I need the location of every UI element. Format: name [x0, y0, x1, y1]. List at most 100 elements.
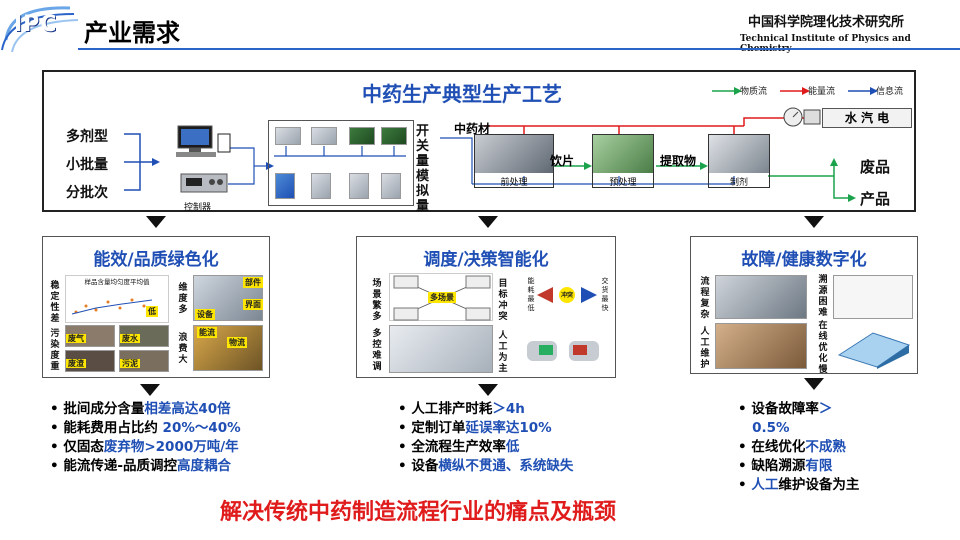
label-batches: 分批次 — [66, 185, 108, 201]
step-preprocess: 预处理 — [592, 134, 654, 188]
pretreatment-image — [475, 135, 553, 173]
panel-3-title: 故障/健康数字化 — [741, 250, 867, 270]
p2-tag-lowest-energy: 能耗最低 — [527, 277, 535, 312]
p1-label-pollution: 污染度重 — [50, 329, 60, 372]
valve-image — [381, 127, 407, 145]
bullet-item: • 设备横纵不贯通、系统缺失 — [398, 457, 638, 476]
p1-content-equipment: 部件 界面 设备 能流 物流 — [193, 275, 265, 373]
p2-label-manual: 人工为主 — [498, 331, 508, 374]
p1-tag-interface: 界面 — [243, 299, 263, 310]
bullet-highlight: 横纵不贯通、系统缺失 — [438, 458, 574, 474]
bullet-text: 仅固态 — [63, 439, 104, 455]
p3-label-manual-maintenance: 人工维护 — [700, 327, 710, 370]
sensor-image — [275, 173, 295, 199]
utilities-box: 水 汽 电 — [822, 108, 912, 128]
p1-photo-gas: 废气 — [65, 325, 115, 347]
bullet-dot — [738, 420, 752, 436]
bullet-highlight: 0.5% — [752, 420, 790, 436]
bullet-text: 能流传递-品质调控 — [63, 458, 177, 474]
p1-content-chart: 样品含量均匀度平均值 低 — [65, 275, 169, 323]
arrow-down-2 — [478, 216, 498, 228]
decoction-pieces-label: 饮片 — [550, 154, 575, 168]
preprocess-image — [593, 135, 653, 173]
bullet-dot: • — [398, 458, 412, 474]
meter-icon — [783, 107, 821, 127]
bullet-text: 缺陷溯源 — [751, 458, 806, 474]
conclusion-text: 解决传统中药制造流程行业的痛点及瓶颈 — [220, 500, 617, 525]
panel-fault-health: 故障/健康数字化 流程复杂 人工维护 溯源困难 在线优化慢 — [690, 236, 918, 375]
p1-scatter-plot — [71, 298, 153, 315]
bullet-item: • 设备故障率＞ — [738, 400, 938, 419]
output-product: 产品 — [860, 190, 891, 208]
p1-label-stability: 稳定性差 — [50, 281, 60, 324]
process-title: 中药生产典型生产工艺 — [362, 82, 562, 106]
bullet-highlight: 人工 — [751, 477, 779, 493]
bullet-text: 维护设备为主 — [778, 477, 860, 493]
bullet-highlight: 相差高达40倍 — [144, 401, 231, 417]
bullet-item: • 仅固态废弃物>2000万吨/年 — [50, 438, 290, 457]
legend: 物质流 能量流 信息流 — [712, 84, 912, 98]
bullet-highlight: ＞4h — [492, 401, 525, 417]
probe-image — [381, 173, 401, 199]
bullet-item: • 能耗费用占比约 20%～40% — [50, 419, 290, 438]
p1-label-dimensions: 维度多 — [178, 283, 188, 315]
bullet-dot: • — [50, 420, 64, 436]
switch-analog-label: 开关量模拟量 — [416, 124, 430, 214]
energy-flow-arrow-icon — [780, 87, 810, 95]
arrow-down-6 — [804, 378, 824, 390]
bullet-highlight: 高度耦合 — [176, 458, 231, 474]
bullet-dot: • — [398, 420, 412, 436]
bullet-item: • 缺陷溯源有限 — [738, 457, 938, 476]
p2-conflict-arrows-icon — [537, 287, 597, 303]
p3-plant-image — [715, 275, 807, 319]
institute-name-cn: 中国科学院理化技术研究所 — [748, 15, 905, 30]
info-flow-arrow-icon — [848, 87, 878, 95]
p2-label-multi-control: 多控难调 — [372, 329, 382, 372]
p3-worker-image — [715, 323, 807, 369]
bullet-item: 0.5% — [738, 419, 938, 438]
p2-conflict-graphic: 能耗最低 冲突 交货最快 — [515, 273, 611, 321]
p1-tag-energy: 能流 — [197, 327, 217, 338]
p1-chart-caption: 样品含量均匀度平均值 — [84, 278, 150, 286]
bullet-highlight: 废弃物>2000万吨/年 — [103, 439, 239, 455]
bullet-dot: • — [50, 401, 64, 417]
utilities-label: 水 汽 电 — [844, 111, 890, 125]
bullet-highlight: 20%～40% — [162, 420, 241, 436]
p2-control-image — [389, 325, 493, 373]
bullet-item: • 人工维护设备为主 — [738, 476, 938, 495]
bullet-dot: • — [50, 439, 64, 455]
institute-name-en: Technical Institute of Physics and Chemi… — [740, 34, 911, 54]
formulation-image — [709, 135, 769, 173]
bullets-col-2: • 人工排产时耗＞4h• 定制订单延误率达10%• 全流程生产效率低• 设备横纵… — [398, 400, 638, 476]
arrow-down-3 — [804, 216, 824, 228]
p2-label-conflict: 目标冲突 — [498, 279, 508, 322]
bullet-text: 人工排产时耗 — [411, 401, 493, 417]
page-title: 产业需求 — [84, 19, 180, 47]
gauge-image — [349, 173, 369, 199]
p1-tag-low: 低 — [146, 306, 158, 317]
bullet-highlight: ＞ — [818, 401, 833, 417]
material-flow-arrow-icon — [712, 87, 742, 95]
controller-device-icon — [180, 173, 228, 193]
bullet-text: 全流程生产效率 — [411, 439, 506, 455]
header-divider — [78, 48, 960, 50]
p3-3d-model-icon — [837, 332, 911, 369]
output-waste: 废品 — [860, 158, 891, 176]
step-pretreatment: 前处理 — [474, 134, 554, 188]
p3-label-online-optimization: 在线优化慢 — [818, 321, 828, 375]
controller-label: 控制器 — [184, 203, 212, 213]
process-diagram: 中药生产典型生产工艺 物质流 能量流 信息流 多剂型 小批量 分批次 — [42, 70, 916, 214]
bullet-dot: • — [398, 439, 412, 455]
label-small-batch: 小批量 — [66, 157, 108, 173]
bullet-item: • 人工排产时耗＞4h — [398, 400, 638, 419]
p1-photo-sludge: 污泥 — [119, 350, 169, 372]
bullet-text: 能耗费用占比约 — [63, 420, 163, 436]
raw-material-label: 中药材 — [454, 122, 491, 136]
arrow-down-1 — [146, 216, 166, 228]
panel-energy-quality: 能效/品质绿色化 稳定性差 污染度重 样品含量均匀度平均值 低 废气 废水 废渣… — [42, 236, 270, 378]
bullet-text: 设备故障率 — [751, 401, 819, 417]
flowmeter-image — [311, 173, 331, 199]
p1-label-waste: 浪费大 — [178, 333, 188, 365]
bullet-item: • 定制订单延误率达10% — [398, 419, 638, 438]
panel-2-title: 调度/决策智能化 — [423, 250, 549, 270]
